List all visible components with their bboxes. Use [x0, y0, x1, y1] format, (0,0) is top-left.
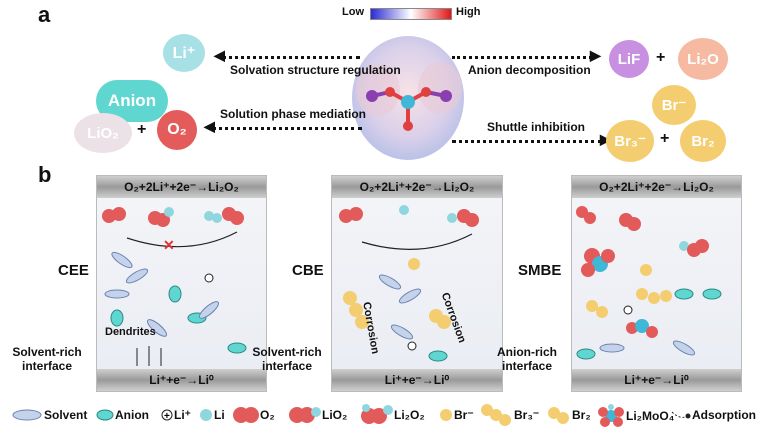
svg-text:+: + [164, 411, 170, 422]
legend-item-o2: O₂ [232, 406, 275, 424]
li2o2-icon [361, 404, 393, 424]
panel-b-letter: b [38, 162, 52, 187]
li2o-bubble: Li₂O [678, 38, 728, 80]
arrow-head-left-icon: ◀ [204, 118, 215, 134]
br3-icon [481, 404, 511, 426]
arrow-solvation [222, 56, 360, 59]
cell-title-cee: CEE [58, 262, 89, 279]
legend-label: Adsorption [692, 408, 756, 422]
li-ion-icon: + [161, 409, 173, 422]
li-ion-bubble: Li⁺ [163, 34, 205, 72]
arrow-shuttle [452, 140, 602, 143]
legend-label: Br₃⁻ [514, 408, 540, 422]
legend-label: Li⁺ [174, 408, 191, 422]
br3-bubble: Br₃⁻ [606, 120, 654, 162]
legend-item-li2moo4: Li₂MoO₄ [596, 404, 674, 428]
cell-cbe: O₂+2Li⁺+2e⁻→Li₂O₂ Li⁺+e⁻→Li⁰ Corrosion C… [331, 175, 503, 392]
side-label-smbe: Anion-rich interface [497, 345, 557, 373]
legend-item-li-ion: + Li⁺ [160, 408, 191, 422]
arrow-solution-phase [212, 127, 362, 130]
anion-icon [96, 409, 114, 421]
li2moo4-icon [598, 404, 624, 427]
cbe-species [339, 205, 479, 362]
top-reaction: O₂+2Li⁺+2e⁻→Li₂O₂ [359, 180, 475, 194]
legend-item-adsorption: Adsorption [670, 408, 756, 422]
legend-item-anion: Anion [95, 408, 149, 422]
arrow-head-left-icon: ◀ [214, 47, 225, 63]
anode-bar: Li⁺+e⁻→Li⁰ [332, 369, 502, 391]
top-reaction: O₂+2Li⁺+2e⁻→Li₂O₂ [599, 180, 714, 194]
anode-bar: Li⁺+e⁻→Li⁰ [97, 369, 266, 391]
legend-item-li2o2: Li₂O₂ [360, 404, 425, 426]
legend-label: O₂ [260, 408, 275, 422]
legend-label: Br₂ [572, 408, 591, 422]
panel-a-letter: a [38, 2, 51, 27]
plus-sign: + [656, 49, 666, 66]
plus-sign: + [137, 121, 147, 138]
smbe-species [576, 206, 722, 360]
lio2-bubble: LiO₂ [74, 113, 132, 153]
legend-item-br2: Br₂ [546, 406, 591, 424]
plus-sign: + [660, 130, 670, 147]
solvent-icon [12, 409, 42, 421]
o2-bubble: O₂ [157, 110, 197, 150]
cathode-bar: O₂+2Li⁺+2e⁻→Li₂O₂ [332, 176, 502, 198]
legend-label: Li₂MoO₄ [626, 409, 675, 423]
bottom-reaction: Li⁺+e⁻→Li⁰ [149, 373, 214, 387]
li-icon [200, 409, 212, 421]
legend: Solvent Anion + Li⁺ Li O₂ LiO₂ Li₂O₂ Br⁻… [10, 404, 760, 428]
adsorption-icon [671, 411, 691, 419]
label-solvation: Solvation structure regulation [230, 63, 401, 77]
electrostatic-potential-molecule [352, 36, 464, 160]
br2-icon [548, 407, 569, 424]
label-solution-phase: Solution phase mediation [220, 107, 367, 121]
label-shuttle: Shuttle inhibition [487, 120, 585, 134]
br-icon [440, 409, 452, 421]
legend-item-lio2: LiO₂ [288, 406, 347, 424]
top-reaction: O₂+2Li⁺+2e⁻→Li₂O₂ [124, 180, 239, 194]
cell-title-cbe: CBE [292, 262, 324, 279]
cell-cee: O₂+2Li⁺+2e⁻→Li₂O₂ Li⁺+e⁻→Li⁰ ✕ Dendrites [96, 175, 267, 392]
lif-bubble: LiF [609, 40, 649, 78]
scale-low-label: Low [342, 6, 364, 18]
dendrites-label: Dendrites [105, 326, 156, 338]
legend-label: Li₂O₂ [394, 408, 425, 422]
legend-item-solvent: Solvent [10, 408, 87, 422]
lio2-icon [289, 407, 321, 423]
br-bubble: Br⁻ [652, 85, 696, 125]
legend-label: LiO₂ [322, 408, 348, 422]
legend-label: Li [214, 408, 225, 422]
legend-label: Br⁻ [454, 408, 474, 422]
bottom-reaction: Li⁺+e⁻→Li⁰ [624, 373, 689, 387]
legend-item-br3: Br₃⁻ [480, 404, 539, 426]
svg-text:✕: ✕ [163, 237, 175, 253]
side-label-cbe: Solvent-rich interface [252, 345, 322, 373]
bottom-reaction: Li⁺+e⁻→Li⁰ [384, 373, 450, 387]
label-anion-decomp: Anion decomposition [468, 63, 591, 77]
arrow-head-right-icon: ▶ [590, 47, 601, 63]
cell-smbe: O₂+2Li⁺+2e⁻→Li₂O₂ Li⁺+e⁻→Li⁰ [571, 175, 742, 392]
legend-label: Anion [115, 408, 149, 422]
color-scale-bar [370, 8, 452, 20]
legend-item-br: Br⁻ [438, 408, 474, 422]
cathode-bar: O₂+2Li⁺+2e⁻→Li₂O₂ [97, 176, 266, 198]
legend-label: Solvent [44, 408, 88, 422]
legend-item-li: Li [198, 408, 225, 422]
scale-high-label: High [456, 6, 481, 18]
o2-icon [233, 407, 259, 423]
cell-title-smbe: SMBE [518, 262, 562, 279]
anode-bar: Li⁺+e⁻→Li⁰ [572, 369, 741, 391]
br2-bubble: Br₂ [680, 120, 726, 162]
cathode-bar: O₂+2Li⁺+2e⁻→Li₂O₂ [572, 176, 741, 198]
side-label-cee: Solvent-rich interface [12, 345, 82, 373]
arrow-head-right-icon: ▶ [600, 131, 611, 148]
arrow-anion-decomp [452, 56, 592, 59]
cee-species: ✕ [102, 207, 247, 366]
